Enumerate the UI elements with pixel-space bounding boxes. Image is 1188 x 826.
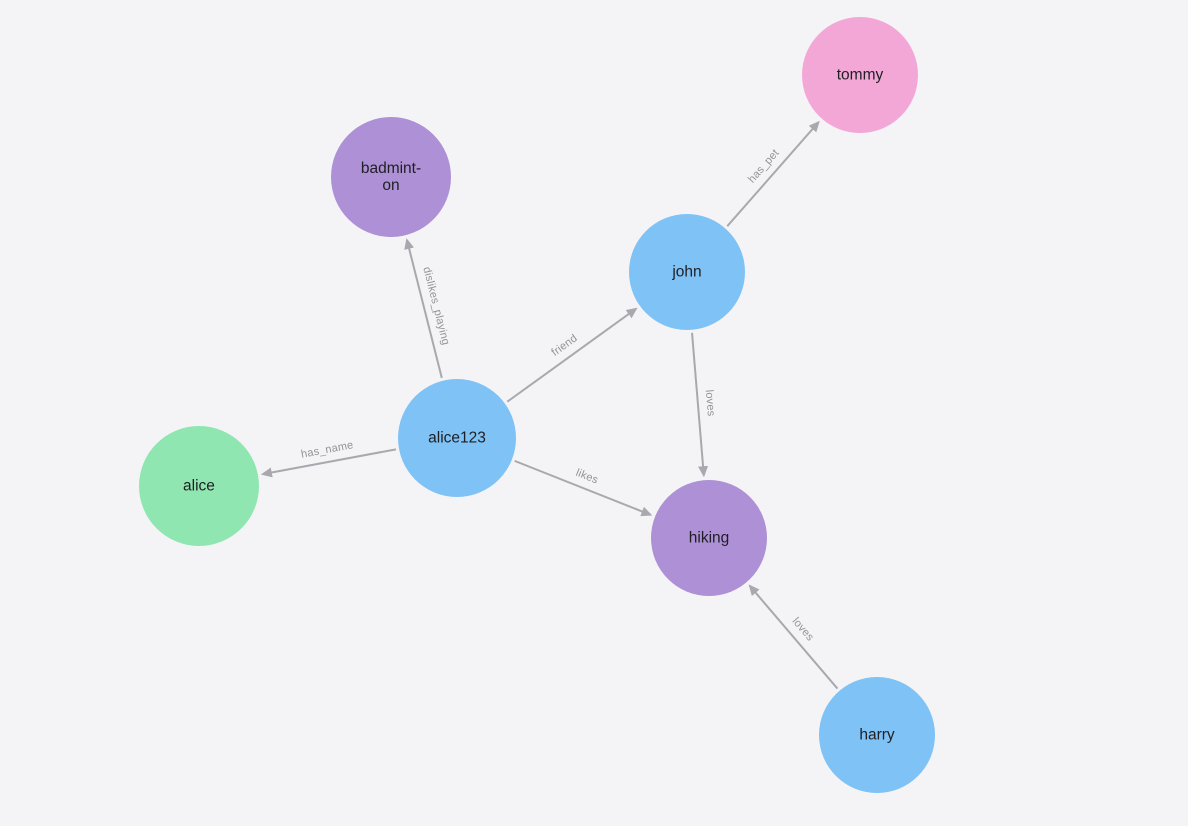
relationship-label: has_pet (746, 147, 782, 185)
node-label: tommy (837, 67, 884, 84)
node-label: alice (183, 478, 215, 495)
node-badminton[interactable]: badmint-on (331, 117, 451, 237)
relationship-label: friend (549, 332, 579, 359)
relationship-line[interactable] (514, 459, 653, 517)
node-alice123[interactable]: alice123 (398, 379, 516, 497)
node-label: hiking (689, 530, 730, 547)
node-circle[interactable] (139, 426, 259, 546)
relationship-label: loves (790, 615, 817, 643)
node-circle[interactable] (651, 480, 767, 596)
edge-alice123-badminton[interactable]: dislikes_playing (404, 238, 452, 379)
node-tommy[interactable]: tommy (802, 17, 918, 133)
edge-alice123-alice[interactable]: has_name (260, 439, 397, 478)
node-circle[interactable] (802, 17, 918, 133)
node-hiking[interactable]: hiking (651, 480, 767, 596)
edge-john-tommy[interactable]: has_pet (726, 120, 820, 227)
relationship-label: has_name (300, 439, 354, 460)
relationship-line[interactable] (691, 332, 709, 478)
relationship-label: dislikes_playing (420, 266, 451, 347)
edge-alice123-hiking[interactable]: likes (514, 459, 653, 517)
edge-harry-hiking[interactable]: loves (748, 584, 839, 690)
node-label: badmint-on (361, 160, 421, 194)
relationship-line[interactable] (506, 307, 638, 403)
edge-alice123-john[interactable]: friend (506, 307, 638, 403)
node-label: john (671, 264, 701, 281)
relationship-label: loves (703, 389, 717, 417)
node-label: alice123 (428, 430, 486, 447)
relationship-label: likes (574, 467, 600, 487)
relationship-line[interactable] (404, 238, 443, 379)
relationship-line[interactable] (726, 120, 820, 227)
node-john[interactable]: john (629, 214, 745, 330)
node-circle[interactable] (331, 117, 451, 237)
node-circle[interactable] (819, 677, 935, 793)
edge-john-hiking[interactable]: loves (691, 332, 717, 478)
node-circle[interactable] (629, 214, 745, 330)
node-alice[interactable]: alice (139, 426, 259, 546)
relationship-line[interactable] (260, 448, 397, 478)
node-harry[interactable]: harry (819, 677, 935, 793)
node-label: harry (859, 727, 895, 744)
node-circle[interactable] (398, 379, 516, 497)
relationship-line[interactable] (748, 584, 839, 690)
